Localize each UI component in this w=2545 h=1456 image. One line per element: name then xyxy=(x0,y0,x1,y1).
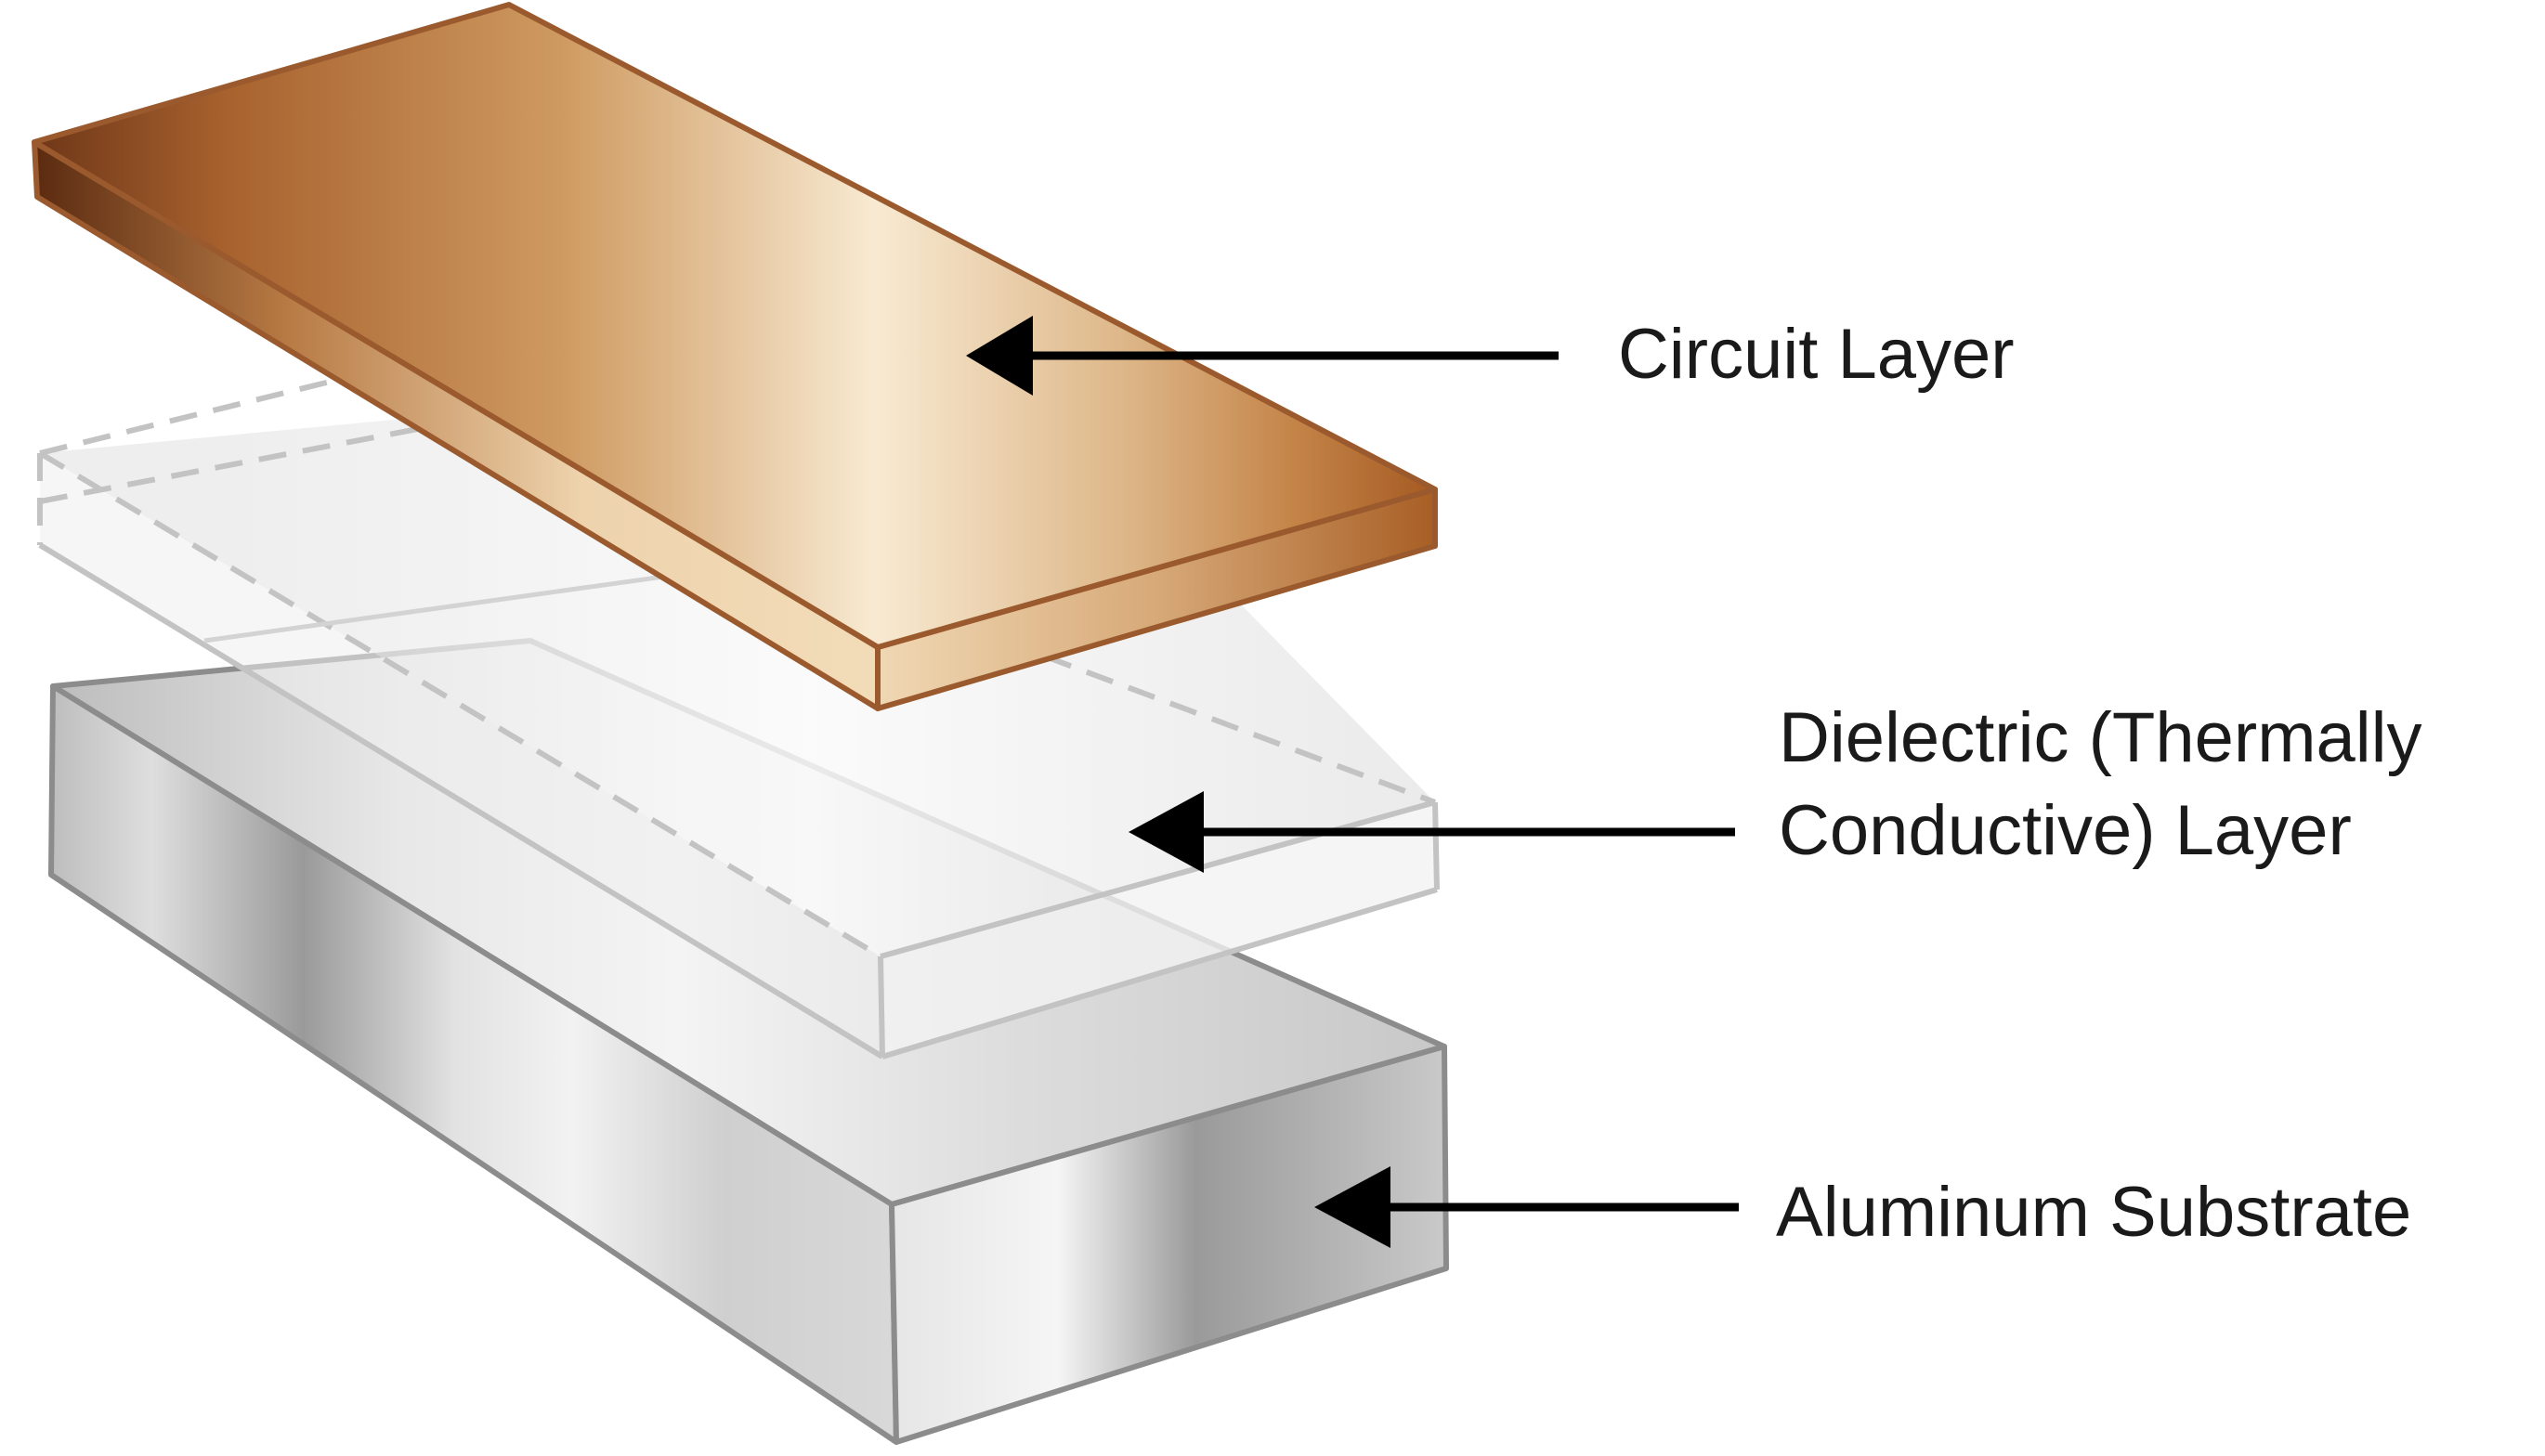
dielectric-dashed-edge xyxy=(38,450,882,959)
dielectric-layer-label: Dielectric (Thermally Conductive) Layer xyxy=(1779,692,2422,878)
aluminum-substrate-label: Aluminum Substrate xyxy=(1776,1173,2412,1252)
aluminum-side-face xyxy=(889,1044,1449,1445)
dielectric-dashed-edge xyxy=(39,369,372,456)
dielectric-side-face xyxy=(881,802,1437,1057)
dielectric-edge xyxy=(878,956,885,1058)
arrow-dielectric-layer xyxy=(1129,791,1735,873)
arrow-circuit-layer xyxy=(966,316,1559,396)
circuit-layer-plate xyxy=(32,2,1438,711)
circuit-layer-label: Circuit Layer xyxy=(1618,315,2015,394)
dielectric-edge xyxy=(38,542,884,1060)
arrow-aluminum-substrate xyxy=(1314,1166,1739,1248)
dielectric-edge xyxy=(881,887,1438,1060)
dielectric-dashed-edge xyxy=(1001,638,1437,805)
dielectric-dashed-edge xyxy=(39,424,428,504)
dielectric-label-line-1: Dielectric (Thermally xyxy=(1779,698,2422,777)
dielectric-label-line-2: Conductive) Layer xyxy=(1779,791,2352,870)
dielectric-edge xyxy=(1432,801,1440,890)
circuit-top-face xyxy=(32,2,1438,650)
dielectric-front-face xyxy=(40,453,882,1057)
